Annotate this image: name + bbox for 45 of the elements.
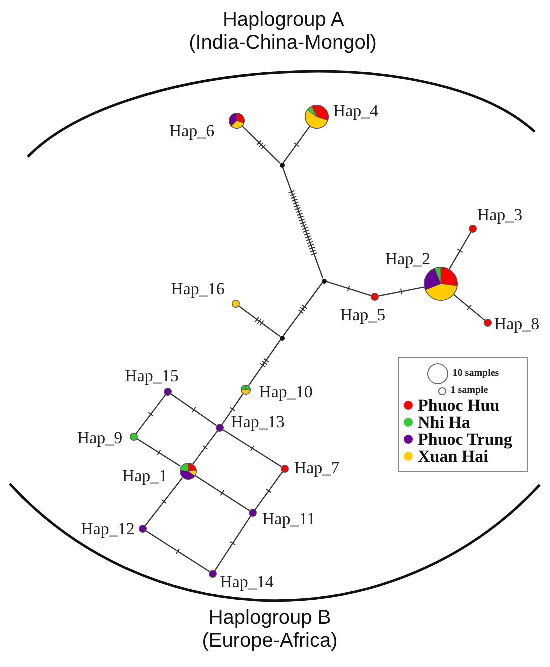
haplotype-label: Hap_12	[81, 520, 135, 538]
haplotype-label: Hap_14	[220, 574, 274, 590]
haplotype-label: Hap_11	[262, 510, 316, 528]
connector-line	[146, 530, 210, 572]
legend-label: Xuan Hai	[418, 448, 488, 465]
region-label: Haplogroup A (India-China-Mongol)	[188, 9, 378, 55]
haplotype-label: Hap_5	[340, 306, 386, 324]
legend-label: Phuoc Huu	[418, 397, 500, 414]
connector-line	[242, 126, 281, 164]
connector-line	[448, 232, 472, 270]
connector-line	[283, 126, 310, 164]
haplotype-label: Hap_3	[477, 206, 523, 224]
connector-line	[194, 475, 250, 512]
legend-label: Phuoc Trung	[418, 431, 512, 448]
connector-line	[282, 167, 324, 279]
haplotype-label: Hap_15	[125, 368, 179, 384]
connector-line	[283, 282, 323, 336]
region-label: Haplogroup B (Europe-Africa)	[201, 607, 339, 653]
legend-label: Nhi Ha	[418, 414, 470, 431]
connector-line	[248, 340, 282, 386]
connector-line	[192, 430, 218, 465]
haplotype-label: Hap_1	[122, 468, 168, 484]
haplotype-label: Hap_13	[231, 414, 285, 430]
haplotype-label: Hap_2	[385, 250, 431, 268]
connector-line	[378, 286, 424, 297]
connector-line	[136, 394, 166, 434]
haplotype-label: Hap_16	[171, 280, 225, 298]
connector-line	[326, 281, 372, 296]
haplotype-label: Hap_10	[259, 384, 313, 400]
connector-line	[222, 394, 244, 426]
connector-line	[454, 294, 486, 321]
haplotype-label: Hap_7	[294, 460, 340, 476]
connector-line	[223, 430, 282, 468]
haplotype-label: Hap_6	[169, 122, 215, 140]
connector-line	[137, 438, 182, 467]
legend-label: 1 sample	[450, 385, 488, 397]
haplotype-label: Hap_4	[333, 102, 379, 120]
haplotype-label: Hap_9	[77, 430, 123, 446]
haplotype-label: Hap_8	[494, 316, 540, 332]
connector-line	[170, 394, 218, 426]
connector-line	[145, 477, 184, 526]
connector-line	[214, 516, 252, 572]
connector-line	[238, 306, 280, 337]
connector-line	[254, 472, 284, 510]
legend-label: 10 samples	[452, 368, 500, 380]
